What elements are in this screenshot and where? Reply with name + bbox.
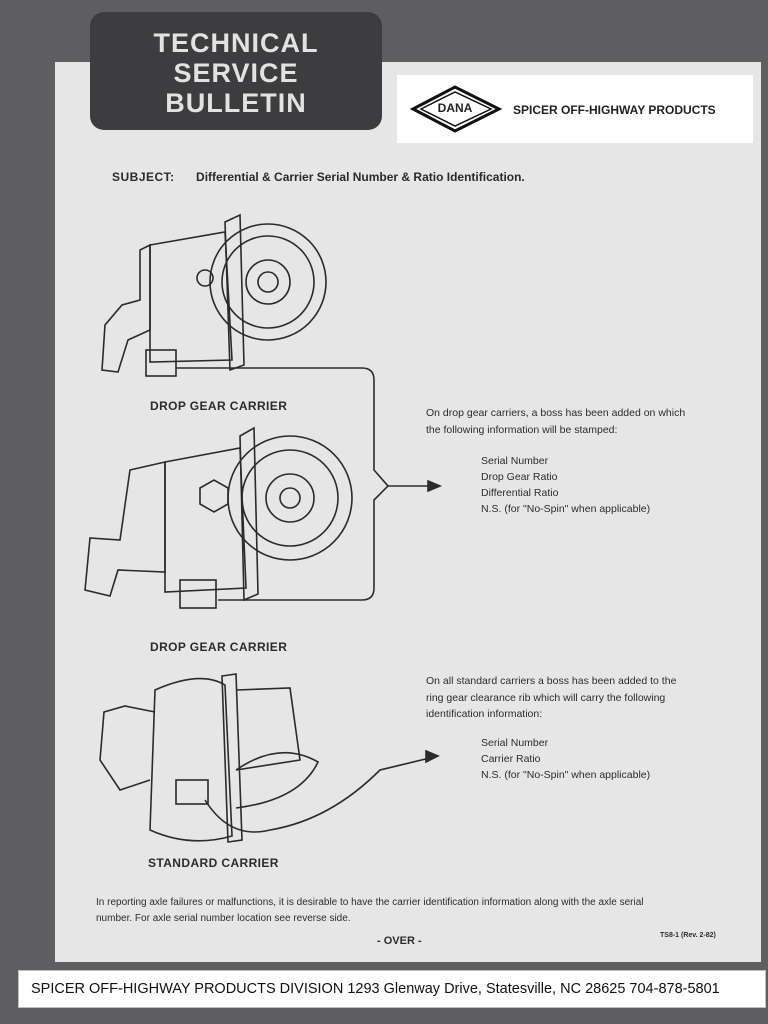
company-logo: DANA SPICER OFF-HIGHWAY PRODUCTS [397, 75, 753, 143]
drop-gear-note-intro: On drop gear carriers, a boss has been a… [426, 407, 686, 436]
division-address-text: SPICER OFF-HIGHWAY PRODUCTS DIVISION 129… [31, 981, 720, 997]
list-item: N.S. (for "No-Spin" when applicable) [481, 503, 651, 515]
subject-label: SUBJECT: [112, 170, 175, 184]
list-item: N.S. (for "No-Spin" when applicable) [481, 769, 651, 781]
subject-text: Differential & Carrier Serial Number & R… [196, 170, 525, 184]
form-number: TS8-1 (Rev. 2-82) [660, 932, 716, 939]
list-item: Carrier Ratio [481, 753, 541, 765]
drop-gear-carrier-middle-drawing [84, 426, 353, 609]
dana-brand-text: DANA [437, 101, 473, 115]
list-item: Serial Number [481, 455, 549, 467]
caption-drop-gear-top: DROP GEAR CARRIER [150, 399, 288, 413]
list-item: Drop Gear Ratio [481, 471, 558, 483]
list-item: Differential Ratio [481, 487, 559, 499]
title-line-1: TECHNICAL [153, 28, 319, 58]
over-label: - OVER - [377, 935, 422, 947]
bulletin-page [55, 62, 761, 962]
spicer-division-text: SPICER OFF-HIGHWAY PRODUCTS [513, 103, 716, 117]
caption-standard-carrier: STANDARD CARRIER [148, 856, 279, 870]
drop-gear-carrier-top-drawing [101, 213, 327, 377]
dana-diamond-icon [409, 85, 503, 133]
subject-line: SUBJECT: Differential & Carrier Serial N… [112, 170, 525, 184]
title-line-2: SERVICE [173, 58, 299, 88]
list-item: Serial Number [481, 737, 549, 749]
title-line-3: BULLETIN [165, 88, 307, 118]
standard-carrier-drawing [99, 673, 440, 843]
caption-drop-gear-middle: DROP GEAR CARRIER [150, 640, 288, 654]
drop-gear-stamp-list: Serial Number Drop Gear Ratio Differenti… [481, 453, 650, 517]
standard-note-intro: On all standard carriers a boss has been… [426, 675, 677, 720]
bulletin-title-box: TECHNICAL SERVICE BULLETIN [90, 12, 382, 130]
standard-stamp-list: Serial Number Carrier Ratio N.S. (for "N… [481, 735, 650, 783]
division-address-bar: SPICER OFF-HIGHWAY PRODUCTS DIVISION 129… [18, 970, 766, 1008]
reporting-note: In reporting axle failures or malfunctio… [96, 897, 644, 924]
